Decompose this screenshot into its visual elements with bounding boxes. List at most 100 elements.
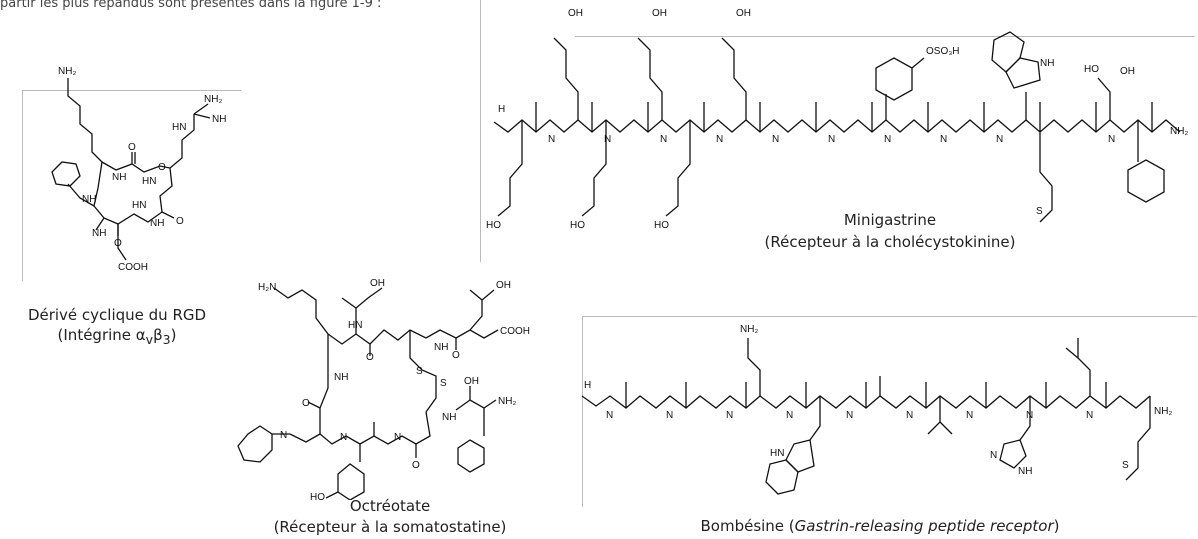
minigastrin-atom: OH xyxy=(1120,66,1135,77)
octreotate-caption-line1: Octréotate xyxy=(349,497,431,515)
octreotate-atom: NH xyxy=(442,412,456,423)
octreotate-atom: COOH xyxy=(500,326,530,337)
minigastrin-structure: OH OH OH OSO₃H NH HO OH H N N N N N N N … xyxy=(486,8,1188,231)
bombesin-frame xyxy=(582,316,1197,507)
minigastrin-atom: HO xyxy=(654,220,669,231)
bombesin-atom: HN xyxy=(770,448,784,459)
minigastrin-caption-line2: (Récepteur à la cholécystokinine) xyxy=(764,233,1016,251)
bombesin-bonds xyxy=(581,338,1151,495)
bombesin-atom: N xyxy=(726,410,733,421)
minigastrin-atom: NH xyxy=(1040,58,1054,69)
bombesin-atom: N xyxy=(906,410,913,421)
rgd-atom: HN xyxy=(132,200,146,211)
minigastrin-atom: HO xyxy=(570,220,585,231)
minigastrin-atom: H xyxy=(498,104,505,115)
rgd-atom: O xyxy=(114,238,122,249)
rgd-atom: NH xyxy=(112,172,126,183)
rgd-caption-sub1: v xyxy=(145,332,154,347)
bombesin-caption-pre: Bombésine ( xyxy=(700,517,795,535)
octreotate-caption-line2: (Récepteur à la somatostatine) xyxy=(273,518,507,536)
octreotate-atom: N xyxy=(394,432,401,443)
rgd-atom: HN xyxy=(172,122,186,133)
minigastrin-bonds xyxy=(493,31,1181,223)
cutoff-text: partir les plus répandus sont présentés … xyxy=(0,0,382,11)
rgd-atom: O xyxy=(158,162,166,173)
rgd-caption-post: ) xyxy=(170,326,177,344)
bombesin-atom: N xyxy=(846,410,853,421)
minigastrin-atom: NH₂ xyxy=(1170,126,1188,137)
bombesin-atom: NH₂ xyxy=(740,324,758,335)
minigastrin-atom: OH xyxy=(568,8,583,19)
octreotate-atom: S xyxy=(416,366,423,377)
minigastrin-atom: HO xyxy=(1084,64,1099,75)
minigastrin-atom: S xyxy=(1036,206,1043,217)
rgd-caption-pre: (Intégrine α xyxy=(57,326,146,344)
minigastrin-atom: N xyxy=(772,134,779,145)
bombesin-atom: N xyxy=(966,410,973,421)
octreotate-atom: NH xyxy=(334,372,348,383)
bombesin-atom: S xyxy=(1122,460,1129,471)
octreotate-atom: O xyxy=(366,352,374,363)
bombesin-caption: Bombésine (Gastrin-releasing peptide rec… xyxy=(620,516,1140,536)
rgd-structure: NH₂ NH₂ HN NH NH HN NH O O HN NH O O NH … xyxy=(51,66,226,273)
minigastrin-atom: HO xyxy=(486,220,501,231)
octreotate-atom: OH xyxy=(464,376,479,387)
bombesin-caption-italic: Gastrin-releasing peptide receptor xyxy=(794,517,1054,535)
bombesin-atom: NH xyxy=(1018,466,1032,477)
minigastrin-atom: N xyxy=(996,134,1003,145)
bombesin-structure: NH₂ H N N N N N N N N N NH₂ HN N NH S xyxy=(581,324,1172,495)
rgd-frame xyxy=(22,90,241,281)
minigastrin-atom: N xyxy=(1108,134,1115,145)
octreotate-atom: S xyxy=(440,378,447,389)
octreotate-atom: N xyxy=(340,432,347,443)
rgd-caption-line1: Dérivé cyclique du RGD xyxy=(27,306,207,324)
octreotate-atom: O xyxy=(412,460,420,471)
octreotate-atom: OH xyxy=(496,280,511,291)
bombesin-atom: NH₂ xyxy=(1154,406,1172,417)
minigastrin-caption-line1: Minigastrine xyxy=(843,211,937,229)
bombesin-caption-post: ) xyxy=(1053,517,1060,535)
rgd-caption-sub2: 3 xyxy=(162,332,171,347)
minigastrin-atom: N xyxy=(828,134,835,145)
bombesin-atom: N xyxy=(1086,410,1093,421)
minigastrin-atom: OSO₃H xyxy=(926,46,960,57)
bombesin-atom: N xyxy=(1026,410,1033,421)
bombesin-atom: N xyxy=(606,410,613,421)
bombesin-atom: N xyxy=(990,450,997,461)
rgd-atom: NH₂ xyxy=(58,66,76,77)
octreotate-atom: O xyxy=(452,350,460,361)
bombesin-atom: H xyxy=(584,380,591,391)
minigastrin-atom: N xyxy=(884,134,891,145)
minigastrin-frame xyxy=(480,0,1197,262)
rgd-atom: HN xyxy=(142,176,156,187)
minigastrin-atom: OH xyxy=(652,8,667,19)
minigastrin-topline xyxy=(575,36,1195,37)
rgd-atom: NH xyxy=(212,114,226,125)
rgd-atom: NH₂ xyxy=(204,94,222,105)
rgd-atom: O xyxy=(176,216,184,227)
bombesin-atom: N xyxy=(786,410,793,421)
octreotate-atom: NH xyxy=(434,342,448,353)
rgd-atom: NH xyxy=(82,194,96,205)
minigastrin-atom: N xyxy=(660,134,667,145)
octreotate-atom: H₂N xyxy=(258,282,276,293)
rgd-atom: NH xyxy=(150,218,164,229)
octreotate-atom: HN xyxy=(348,320,362,331)
rgd-atom: O xyxy=(128,142,136,153)
octreotate-structure: H₂N OH OH HN NH COOH S S NH OH NH₂ NH N … xyxy=(237,278,530,500)
minigastrin-atom: N xyxy=(604,134,611,145)
rgd-caption-line2: (Intégrine αvβ3) xyxy=(4,325,230,350)
minigastrin-atom: N xyxy=(548,134,555,145)
minigastrin-atom: OH xyxy=(736,8,751,19)
octreotate-atom: O xyxy=(302,398,310,409)
rgd-atom: COOH xyxy=(118,262,148,273)
octreotate-atom: NH₂ xyxy=(498,396,516,407)
octreotate-atom: HO xyxy=(310,492,325,500)
bombesin-atom: N xyxy=(666,410,673,421)
octreotate-atom: OH xyxy=(370,278,385,289)
rgd-bonds xyxy=(51,78,211,261)
rgd-atom: NH xyxy=(92,228,106,239)
octreotate-bonds xyxy=(237,287,499,500)
rgd-caption-mid: β xyxy=(153,326,163,344)
